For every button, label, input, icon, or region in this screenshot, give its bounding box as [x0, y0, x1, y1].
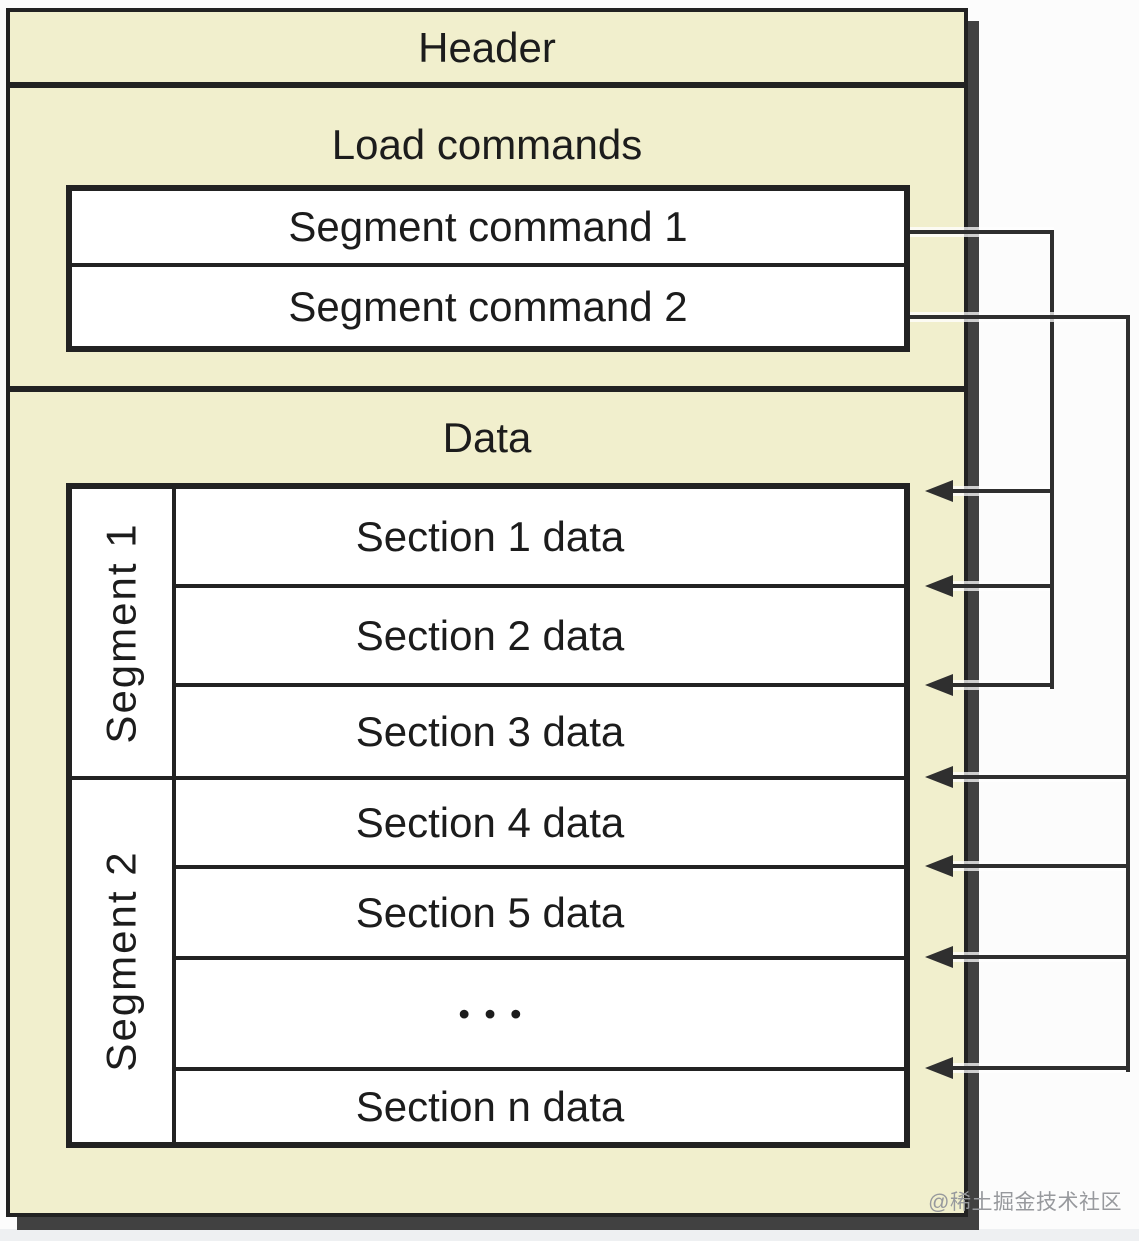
segment-command-1-trunk-line: [1050, 230, 1054, 689]
arrow-left-icon: [925, 480, 953, 502]
segment-command-1-exit-line: [910, 230, 1054, 234]
arrow-left-icon: [925, 674, 953, 696]
section-2-data-row: Section 2 data: [355, 611, 625, 659]
row-divider: [176, 584, 904, 588]
arrow-left-icon: [925, 855, 953, 877]
segment-1-label-cell: Segment 1: [72, 489, 172, 776]
section-rows-column: Section 1 data Section 2 data Section 3 …: [176, 489, 904, 1142]
section-n-data-row: Section n data: [355, 1082, 625, 1130]
label-column-divider: [172, 489, 176, 1142]
arrow-line-section-ellipsis: [946, 955, 1130, 959]
row-divider: [176, 776, 904, 780]
arrow-left-icon: [925, 575, 953, 597]
row-divider: [176, 1067, 904, 1071]
watermark: @稀土掘金技术社区: [928, 1191, 1122, 1214]
segment-command-2-row: Segment command 2: [288, 282, 688, 330]
arrow-line-section-4: [946, 775, 1130, 779]
segment-command-2-trunk-line: [1126, 315, 1130, 1072]
arrow-line-section-2: [946, 584, 1054, 588]
segment-commands-box: Segment command 1 Segment command 2: [66, 185, 910, 352]
section-5-data-row: Section 5 data: [355, 888, 625, 936]
segment-command-divider: [72, 263, 904, 267]
segment-label-column: Segment 1 Segment 2: [72, 489, 172, 1142]
section-1-data-row: Section 1 data: [355, 512, 625, 560]
data-region-divider-line: [10, 386, 964, 392]
arrow-line-section-3: [946, 683, 1054, 687]
header-region-label: Header: [418, 24, 556, 71]
page-bottom-strip: [0, 1229, 1139, 1241]
header-divider-line: [10, 82, 964, 88]
load-commands-region-label: Load commands: [331, 121, 643, 168]
segment-command-1-row: Segment command 1: [288, 203, 688, 250]
arrow-line-section-5: [946, 864, 1130, 868]
segment-command-2-exit-line: [910, 315, 1130, 319]
arrow-line-section-1: [946, 489, 1054, 493]
row-divider: [176, 956, 904, 960]
arrow-left-icon: [925, 1057, 953, 1079]
segments-sections-table: Segment 1 Segment 2 Section 1 data Secti…: [66, 483, 910, 1148]
section-3-data-row: Section 3 data: [355, 707, 625, 755]
section-4-data-row: Section 4 data: [355, 798, 625, 846]
arrow-left-icon: [925, 946, 953, 968]
segment-boundary-divider: [72, 776, 172, 780]
arrow-left-icon: [925, 766, 953, 788]
row-divider: [176, 683, 904, 687]
arrow-line-section-n: [946, 1066, 1130, 1070]
segment-2-label: Segment 2: [98, 850, 146, 1072]
segment-1-label: Segment 1: [98, 521, 146, 744]
row-divider: [176, 865, 904, 869]
data-region-label: Data: [442, 414, 532, 461]
sections-ellipsis-row: •••: [458, 995, 537, 1031]
segment-2-label-cell: Segment 2: [72, 780, 172, 1142]
